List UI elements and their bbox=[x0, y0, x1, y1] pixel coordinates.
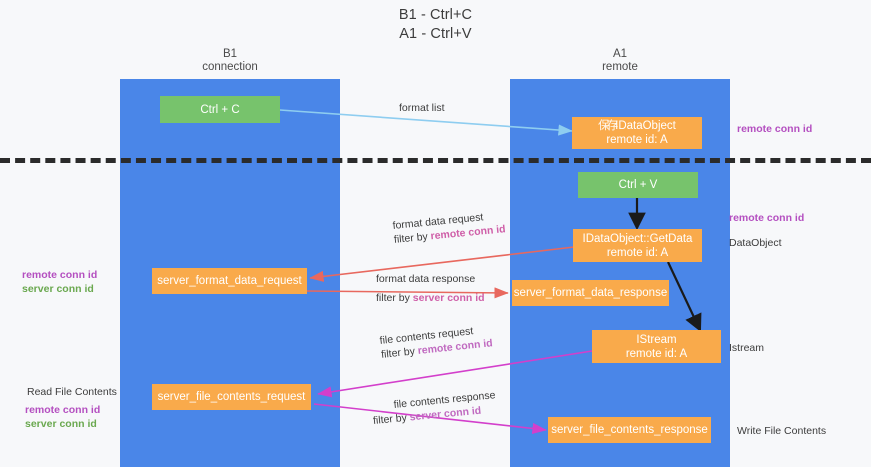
edge-label-fdreq-prefix: filter by bbox=[393, 230, 432, 246]
edge-label-format-data-response: format data response filter by server co… bbox=[376, 272, 485, 305]
node-ctrl-v[interactable]: Ctrl + V bbox=[578, 172, 698, 198]
edge-label-fdresp-highlight: server conn id bbox=[412, 292, 485, 304]
lane-heading-b1-line2: connection bbox=[202, 61, 258, 73]
title-line-2: A1 - Ctrl+V bbox=[399, 26, 472, 42]
lane-heading-b1-line1: B1 bbox=[222, 48, 238, 60]
node-getdata-line1: IDataObject::GetData bbox=[582, 232, 693, 245]
edge-label-format-data-request: format data request filter by remote con… bbox=[392, 208, 506, 247]
node-saved-dataobject[interactable]: 保存IDataObject remote id: A bbox=[572, 117, 702, 149]
annotation-right-dataobject: DataObject bbox=[729, 237, 782, 249]
phase-divider bbox=[0, 158, 871, 163]
node-server-file-contents-request-label: server_file_contents_request bbox=[157, 391, 306, 403]
title-line-1: B1 - Ctrl+C bbox=[398, 7, 473, 23]
node-ctrl-v-label: Ctrl + V bbox=[618, 179, 658, 191]
annotation-left-server-conn-id-bot: server conn id bbox=[25, 418, 97, 430]
edge-label-fcresp-prefix: filter by bbox=[372, 411, 411, 427]
node-server-format-data-response[interactable]: server_format_data_response bbox=[512, 280, 669, 306]
node-saved-dataobject-line1: 保存IDataObject bbox=[598, 119, 676, 133]
edge-label-file-contents-response: file contents response filter by server … bbox=[373, 388, 497, 427]
edge-label-fcreq-prefix: filter by bbox=[380, 345, 419, 361]
node-server-file-contents-request[interactable]: server_file_contents_request bbox=[152, 384, 311, 410]
annotation-left-read-file-contents: Read File Contents bbox=[27, 386, 117, 398]
annotation-left-remote-conn-id-mid: remote conn id bbox=[22, 269, 98, 281]
node-idataobject-getdata[interactable]: IDataObject::GetData remote id: A bbox=[573, 229, 702, 262]
lane-heading-a1: A1 remote bbox=[510, 48, 730, 74]
annotation-right-write-file-contents: Write File Contents bbox=[737, 425, 827, 437]
node-server-file-contents-response-label: server_file_contents_response bbox=[551, 424, 708, 436]
edge-label-file-contents-request: file contents request filter by remote c… bbox=[379, 322, 493, 362]
edge-label-format-list-text: format list bbox=[399, 102, 445, 114]
edge-label-format-data-response-line1: format data response bbox=[376, 273, 476, 285]
node-server-format-data-request[interactable]: server_format_data_request bbox=[152, 268, 307, 294]
node-istream-line1: IStream bbox=[636, 333, 677, 346]
edge-label-fdresp-prefix: filter by bbox=[376, 292, 413, 304]
node-istream-line2: remote id: A bbox=[625, 347, 688, 360]
node-ctrl-c-label: Ctrl + C bbox=[200, 103, 240, 116]
annotation-right-remote-conn-id-mid: remote conn id bbox=[729, 212, 805, 224]
diagram-title: B1 - Ctrl+C A1 - Ctrl+V bbox=[0, 6, 871, 44]
edge-label-format-list: format list bbox=[399, 101, 445, 115]
node-saved-dataobject-prefix: 保存 bbox=[598, 120, 618, 132]
node-istream[interactable]: IStream remote id: A bbox=[592, 330, 721, 363]
edge-label-format-data-response-line2: filter by server conn id bbox=[376, 291, 485, 305]
lane-heading-a1-line2: remote bbox=[602, 61, 638, 73]
lane-heading-b1: B1 connection bbox=[120, 48, 340, 74]
node-ctrl-c[interactable]: Ctrl + C bbox=[160, 96, 280, 123]
node-saved-dataobject-name: IDataObject bbox=[615, 120, 676, 132]
annotation-right-remote-conn-id-top: remote conn id bbox=[737, 123, 813, 135]
annotation-left-remote-conn-id-bot: remote conn id bbox=[25, 404, 101, 416]
annotation-right-istream: Istream bbox=[729, 342, 765, 354]
node-server-format-data-response-label: server_format_data_response bbox=[513, 287, 668, 299]
node-getdata-line2: remote id: A bbox=[606, 246, 669, 259]
lane-heading-a1-line1: A1 bbox=[612, 48, 628, 60]
node-server-format-data-request-label: server_format_data_request bbox=[157, 275, 302, 287]
node-saved-dataobject-line2: remote id: A bbox=[606, 134, 668, 146]
node-server-file-contents-response[interactable]: server_file_contents_response bbox=[548, 417, 711, 443]
annotation-left-server-conn-id-mid: server conn id bbox=[22, 283, 94, 295]
